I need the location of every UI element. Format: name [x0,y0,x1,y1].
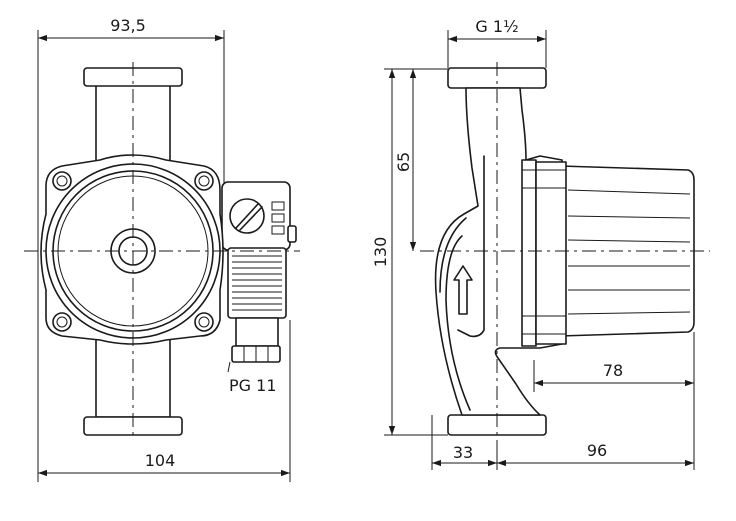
flow-arrow-icon [453,265,473,315]
dim-label-104: 104 [145,451,176,470]
front-dimensions [37,30,291,482]
dim-label-78: 78 [603,361,623,380]
dim-label-130: 130 [371,237,390,268]
side-dimensions [384,30,695,470]
terminal-box [221,181,297,363]
housing-screws [52,171,214,332]
label-thread: G 1½ [475,17,518,36]
label-pg-11: PG 11 [229,376,277,395]
dim-label-65: 65 [394,152,413,172]
dim-label-33: 33 [453,443,473,462]
motor-can [555,159,695,345]
front-view [24,62,300,440]
dim-label-96: 96 [587,441,607,460]
side-view [420,62,710,440]
dim-label-93-5: 93,5 [110,16,146,35]
